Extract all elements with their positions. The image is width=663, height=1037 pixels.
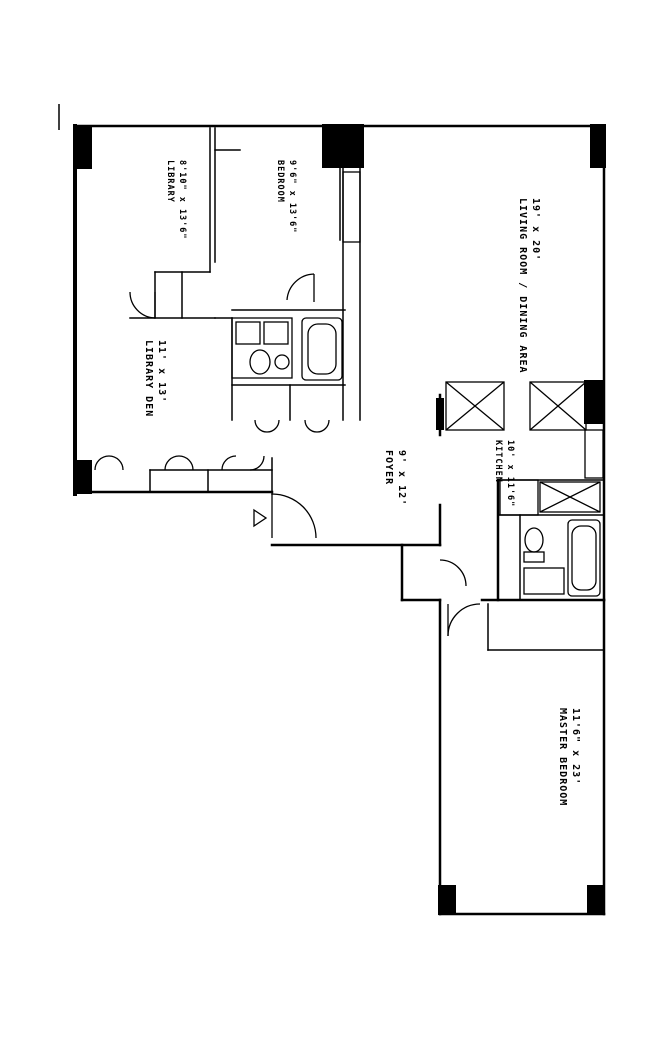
master-bath-fixtures — [523, 519, 601, 597]
room-label-den: LIBRARY DEN 11' x 13' — [143, 340, 167, 417]
room-label-living: LIVING ROOM / DINING AREA 19' x 20' — [517, 198, 541, 374]
kitchen-fixtures — [436, 381, 604, 516]
library-name: LIBRARY — [165, 160, 175, 203]
room-label-bedroom: BEDROOM 9'6" x 13'6" — [275, 160, 297, 233]
master-bedroom-size: 11'6" x 23' — [570, 708, 581, 785]
room-label-master: MASTER BEDROOM 11'6" x 23' — [557, 708, 581, 806]
foyer-size: 9' x 12' — [396, 450, 407, 506]
kitchen-name: KITCHEN — [493, 440, 503, 483]
living-room-name: LIVING ROOM / DINING AREA — [517, 198, 528, 374]
master-bedroom-name: MASTER BEDROOM — [557, 708, 568, 806]
hall-bathroom — [231, 317, 343, 381]
room-label-library: LIBRARY 8'10" x 13'6" — [165, 160, 187, 240]
foyer-name: FOYER — [383, 450, 394, 485]
bedroom-name: BEDROOM — [275, 160, 285, 203]
bedroom-size: 9'6" x 13'6" — [287, 160, 297, 233]
den-name: LIBRARY DEN — [143, 340, 154, 417]
door-swings — [94, 273, 481, 637]
room-label-foyer: FOYER 9' x 12' — [383, 450, 407, 506]
den-size: 11' x 13' — [156, 340, 167, 403]
library-size: 8'10" x 13'6" — [177, 160, 187, 240]
structural-columns — [74, 124, 606, 915]
room-label-kitchen: KITCHEN 10' x 11'6" — [493, 440, 515, 507]
kitchen-size: 10' x 11'6" — [505, 440, 515, 507]
living-room-size: 19' x 20' — [530, 198, 541, 261]
